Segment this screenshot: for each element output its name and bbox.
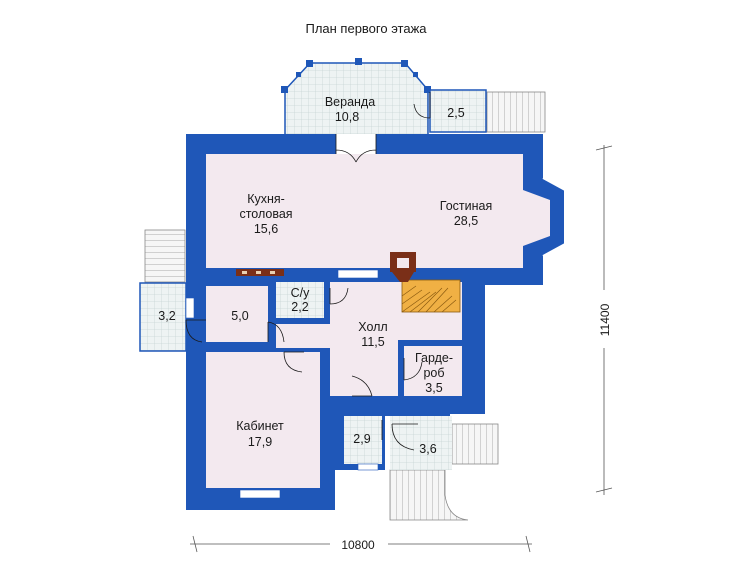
entrance-porch-floor xyxy=(390,416,452,470)
vestibule-floor xyxy=(344,416,382,464)
interior-staircase xyxy=(401,279,461,313)
width-dimension-bg xyxy=(330,537,388,551)
wc-name: С/у xyxy=(291,286,311,300)
vestibule-area: 2,9 xyxy=(353,432,370,446)
top-right-stairs xyxy=(486,91,546,133)
wardrobe-name-2: роб xyxy=(423,366,444,380)
plan-title: План первого этажа xyxy=(305,21,427,36)
right-stairs xyxy=(451,423,499,465)
veranda-area: 10,8 xyxy=(335,110,359,124)
hall-area: 11,5 xyxy=(361,335,384,349)
utility-area: 5,0 xyxy=(231,309,248,323)
height-dimension-bg xyxy=(597,290,612,348)
bay-window xyxy=(542,177,566,257)
office-area: 17,9 xyxy=(248,435,272,449)
kitchen-living-floor xyxy=(206,154,550,268)
hall-name: Холл xyxy=(358,320,387,334)
veranda-side-floor xyxy=(429,89,487,133)
living-area: 28,5 xyxy=(454,214,478,228)
hall-passage-floor xyxy=(276,324,332,348)
wardrobe-area: 3,5 xyxy=(425,381,442,395)
veranda-side-area: 2,5 xyxy=(447,106,464,120)
office-name: Кабинет xyxy=(236,419,284,433)
wardrobe-floor xyxy=(404,346,462,396)
office-floor xyxy=(206,352,320,488)
windows xyxy=(185,269,379,499)
wardrobe-name-1: Гарде- xyxy=(415,351,453,365)
living-name: Гостиная xyxy=(440,199,492,213)
kitchen-area: 15,6 xyxy=(254,222,278,236)
utility-floor xyxy=(206,286,268,342)
width-dimension: 10800 xyxy=(341,538,375,552)
veranda-posts xyxy=(281,58,431,93)
entrance-area: 3,6 xyxy=(419,442,436,456)
fireplace xyxy=(390,252,416,282)
left-stairs xyxy=(144,229,186,283)
doors xyxy=(185,92,431,451)
height-dimension: 11400 xyxy=(598,303,612,336)
wc-area: 2,2 xyxy=(291,300,308,314)
porch-left-area: 3,2 xyxy=(158,309,175,323)
entrance-stairs xyxy=(389,469,469,521)
wc-floor xyxy=(276,282,324,318)
kitchen-name-2: столовая xyxy=(239,207,292,221)
kitchen-name-1: Кухня- xyxy=(247,192,285,206)
veranda-name: Веранда xyxy=(325,95,375,109)
kitchen-counter-marks xyxy=(242,271,275,274)
